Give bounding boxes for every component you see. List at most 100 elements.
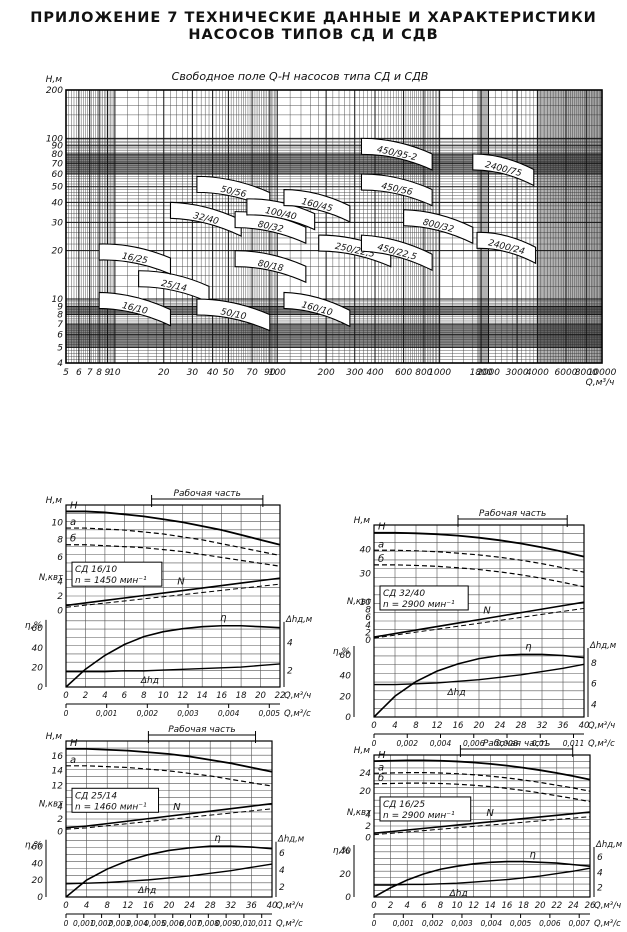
series-label: а [378, 539, 384, 550]
n-tick-label: 4 [365, 621, 371, 631]
dh-axis-label: Δhд,м [277, 835, 305, 845]
x-tick-label: 2 [83, 691, 88, 701]
series-label: Δhд [140, 676, 159, 686]
x2-tick-label: 0,006 [162, 919, 184, 928]
field-16-10 [98, 291, 172, 327]
x2-tick-label: 0,003 [109, 919, 131, 928]
n-axis-label: N,квт [347, 597, 372, 607]
series-line-dh [374, 663, 585, 686]
dh-tick-label: 4 [279, 866, 285, 876]
field-50-10 [196, 298, 271, 332]
dh-tick-label: 6 [591, 680, 597, 690]
x-tick-label: 9 [105, 368, 111, 378]
series-line-N-dashed [65, 808, 273, 830]
h-tick-label: 10 [52, 518, 64, 528]
eta-axis-label: η,% [333, 846, 350, 856]
x2-tick-label: 0 [64, 919, 69, 928]
x-tick-label: 16 [143, 901, 154, 911]
series-line-N-dashed [373, 816, 591, 836]
dh-axis-label: Δhд,м [589, 641, 617, 651]
y-tick-label: 60 [52, 170, 64, 180]
series-label: Δhд [447, 688, 466, 698]
h-tick-label: 14 [52, 767, 64, 777]
x-tick-label: 8 [438, 901, 444, 911]
y-axis-label: Н,м [46, 75, 63, 85]
model-title: СД 25/14 [75, 791, 117, 801]
eta-tick-label: 0 [37, 683, 43, 693]
x-tick-label: 12 [432, 721, 443, 731]
series-label: Δhд [449, 889, 468, 899]
y-tick-label: 70 [52, 159, 64, 169]
x-tick-label: 7 [87, 368, 93, 378]
x2-tick-label: 0,002 [422, 919, 444, 928]
x-tick-label: 22 [551, 901, 562, 911]
y-tick-label: 6 [57, 331, 63, 341]
field-100-40 [246, 198, 316, 231]
series-line-б [66, 544, 281, 567]
x2-tick-label: 0,002 [137, 709, 159, 718]
y-tick-label: 30 [52, 218, 64, 228]
series-line-H [66, 748, 273, 773]
x-tick-label: 16 [453, 721, 464, 731]
dh-tick-label: 2 [287, 666, 293, 676]
plot-frame [65, 740, 273, 898]
x2-tick-label: 0,011 [563, 739, 584, 748]
series-label: а [378, 762, 384, 773]
series-label: η [530, 849, 536, 860]
y-tick-label: 200 [46, 86, 63, 96]
x-tick-label: 300 [346, 368, 363, 378]
x2-axis-label: Q,м³/с [276, 919, 303, 929]
h-axis-label: Н,м [354, 746, 371, 756]
x-tick-label: 6000 [555, 368, 578, 378]
x-tick-label: 18 [518, 901, 529, 911]
x-tick-label: 28 [516, 721, 527, 731]
series-label: б [70, 533, 76, 545]
eta-tick-label: 0 [345, 893, 351, 903]
x-tick-label: 50 [223, 368, 235, 378]
x2-tick-label: 0,004 [126, 919, 148, 928]
x-tick-label: 800 [415, 368, 432, 378]
x2-tick-label: 0,005 [144, 919, 166, 928]
series-label: N [177, 577, 185, 588]
model-title: СД 16/25 [383, 800, 425, 810]
x-tick-label: 0 [63, 901, 68, 911]
x-tick-label: 200 [318, 368, 335, 378]
n-tick-label: 0 [57, 607, 63, 617]
x-tick-label: 14 [485, 901, 496, 911]
plot-frame [373, 524, 585, 718]
h-tick-label: 8 [57, 536, 63, 546]
series-line-N [65, 577, 281, 607]
x2-tick-label: 0 [64, 709, 69, 718]
x-tick-label: 4 [405, 901, 410, 911]
x2-tick-label: 0,01 [236, 919, 253, 928]
h-axis-label: Н,м [46, 732, 63, 742]
appendix-subtitle: НАСОСОВ ТИПОВ СД И СДВ [188, 27, 439, 43]
x-tick-label: 40 [207, 368, 219, 378]
n-tick-label: 0 [365, 833, 371, 843]
x-tick-label: 0 [371, 721, 376, 731]
x2-axis-label: Q,м³/с [284, 709, 311, 719]
eta-tick-label: 20 [340, 692, 352, 702]
eta-tick-label: 40 [340, 672, 352, 682]
x-tick-label: 12 [177, 691, 188, 701]
series-line-dh [66, 663, 281, 673]
plot-frame [373, 754, 591, 898]
series-line-N-dashed [65, 583, 281, 608]
x-tick-label: 5 [63, 368, 69, 378]
series-line-eta [373, 860, 591, 898]
x2-tick-label: 0,007 [180, 919, 202, 928]
field-250-22-5 [318, 234, 392, 268]
working-part-label: Рабочая часть [168, 725, 235, 735]
series-label: H [378, 522, 386, 533]
x-tick-label: 8 [413, 721, 419, 731]
x-tick-label: 2 [388, 901, 393, 911]
x-tick-label: 20 [164, 901, 175, 911]
series-line-N-dashed [373, 607, 585, 639]
x-tick-label: 12 [468, 901, 479, 911]
field-80-18 [234, 250, 307, 284]
x-tick-label: 10 [158, 691, 169, 701]
series-line-а [374, 549, 585, 573]
n-tick-label: 6 [365, 613, 371, 623]
